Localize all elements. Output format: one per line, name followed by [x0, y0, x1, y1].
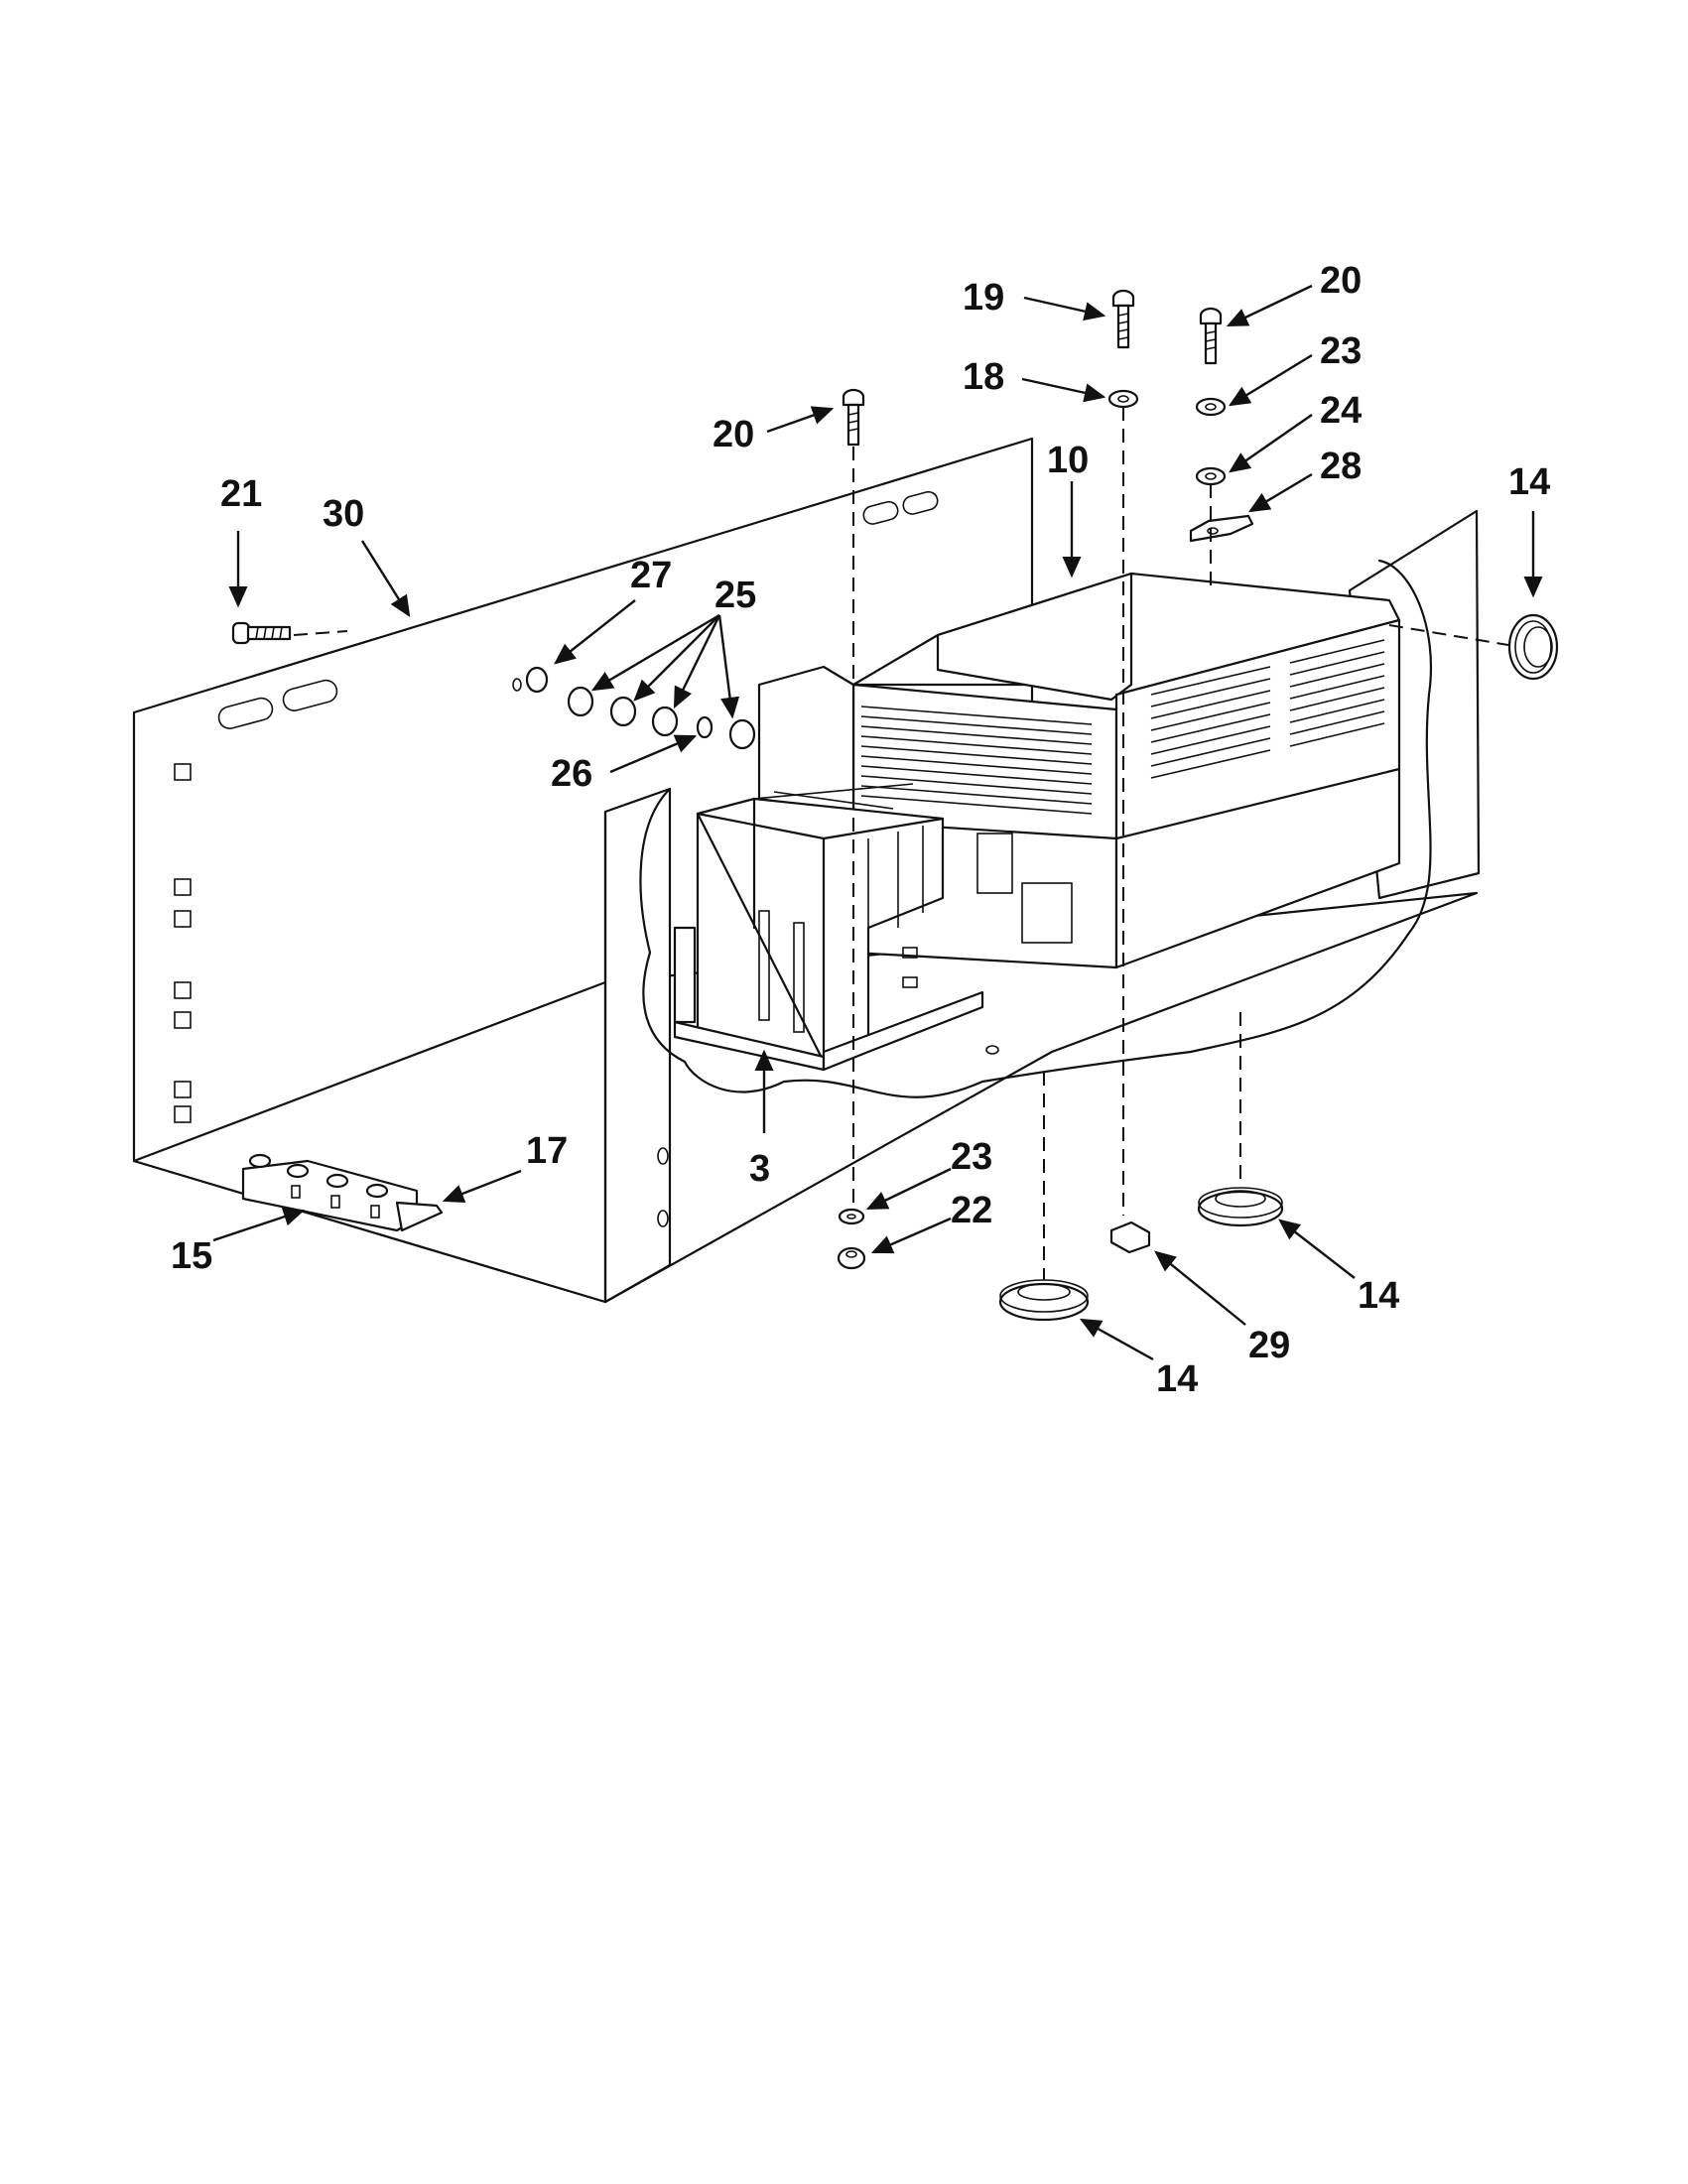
hardware-stack-25-27: [512, 666, 756, 750]
callout-3: 3: [749, 1148, 770, 1190]
cabinet-housing: [132, 437, 1481, 1304]
callout-15: 15: [171, 1235, 212, 1277]
screw-20-right: [1199, 307, 1223, 365]
callout-24: 24: [1320, 390, 1362, 432]
screw-21: [231, 621, 292, 645]
contactor: [673, 783, 984, 1072]
washer-18: [1107, 389, 1139, 409]
callout-14: 14: [1508, 461, 1550, 503]
alignment-lines: [293, 407, 1509, 1280]
callout-27: 27: [630, 555, 672, 596]
callout-14: 14: [1358, 1275, 1399, 1317]
callout-22: 22: [951, 1190, 992, 1231]
callout-20: 20: [1320, 260, 1362, 302]
grommet-14-bottom-right: [1197, 1187, 1284, 1227]
callout-19: 19: [963, 277, 1004, 319]
callout-29: 29: [1248, 1325, 1290, 1366]
callout-23: 23: [951, 1136, 992, 1178]
clip-29: [1109, 1220, 1151, 1254]
callout-labels: 19 20 18 23 24 20 10 28 14 21 30 27 25 2…: [171, 260, 1550, 1400]
terminal-block: [241, 1153, 444, 1232]
callout-18: 18: [963, 356, 1004, 398]
callout-23: 23: [1320, 330, 1362, 372]
bracket-28: [1189, 514, 1254, 543]
washer-24: [1195, 466, 1227, 486]
callout-28: 28: [1320, 446, 1362, 487]
callout-25: 25: [714, 575, 756, 616]
grommet-14-bottom-left: [998, 1279, 1090, 1322]
grommet-14-right: [1507, 613, 1559, 681]
callout-26: 26: [551, 753, 592, 795]
callout-20: 20: [713, 414, 754, 455]
screw-20-left: [842, 388, 865, 447]
nut-22: [837, 1246, 866, 1270]
callout-21: 21: [220, 473, 262, 515]
washer-23-top: [1195, 397, 1227, 417]
callout-30: 30: [323, 493, 364, 535]
screw-19: [1111, 289, 1135, 349]
washer-23-bottom: [838, 1208, 865, 1225]
transformer-module: [757, 572, 1401, 969]
callout-10: 10: [1047, 440, 1089, 481]
leader-arrows: [212, 284, 1543, 1361]
callout-14: 14: [1156, 1358, 1198, 1400]
callout-17: 17: [526, 1130, 568, 1172]
